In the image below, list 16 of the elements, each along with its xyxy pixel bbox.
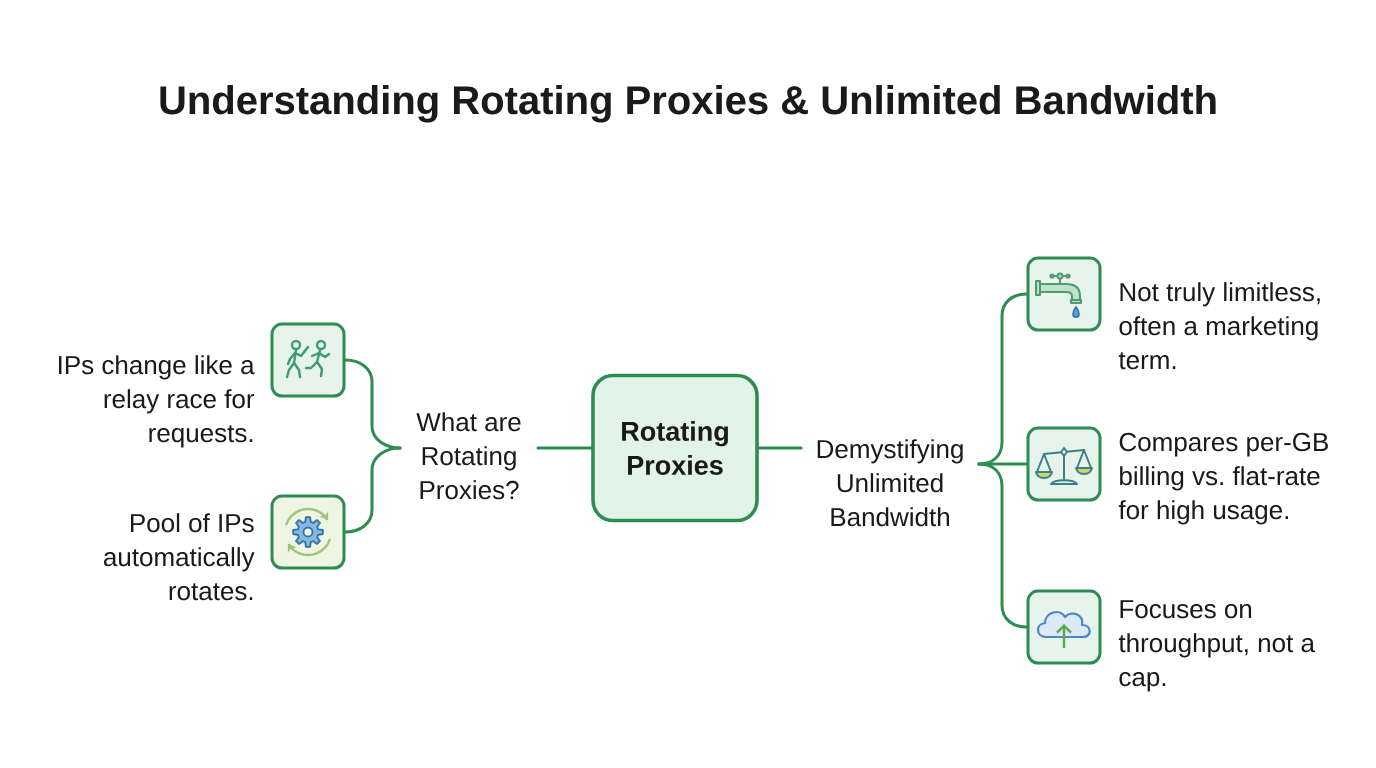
description-text: Focuses on throughput, not a cap. xyxy=(1118,600,1315,692)
description-text: Pool of IPs automatically rotates. xyxy=(103,513,255,601)
connector-line xyxy=(536,446,593,450)
title: Understanding Rotating Proxies & Unlimited Bandwidth xyxy=(160,85,1216,123)
description-text: Compares per-GB billing vs. flat-rate for high usage. xyxy=(1118,432,1328,525)
connector-line xyxy=(344,358,402,450)
topic-box: Rotating Proxies xyxy=(591,373,759,523)
icon-tile xyxy=(270,322,346,398)
connector-line xyxy=(977,292,1028,466)
branch-label: Demystifying Unlimited Bandwidth xyxy=(817,439,963,527)
branch-label: What are Rotating Proxies? xyxy=(416,412,521,500)
description-text: Not truly limitless, often a marketing term. xyxy=(1118,282,1320,370)
connector-line xyxy=(757,446,803,450)
description-text: IPs change like a relay race for requests. xyxy=(59,355,255,448)
connector-line xyxy=(977,462,1028,629)
connector-line xyxy=(344,446,402,534)
